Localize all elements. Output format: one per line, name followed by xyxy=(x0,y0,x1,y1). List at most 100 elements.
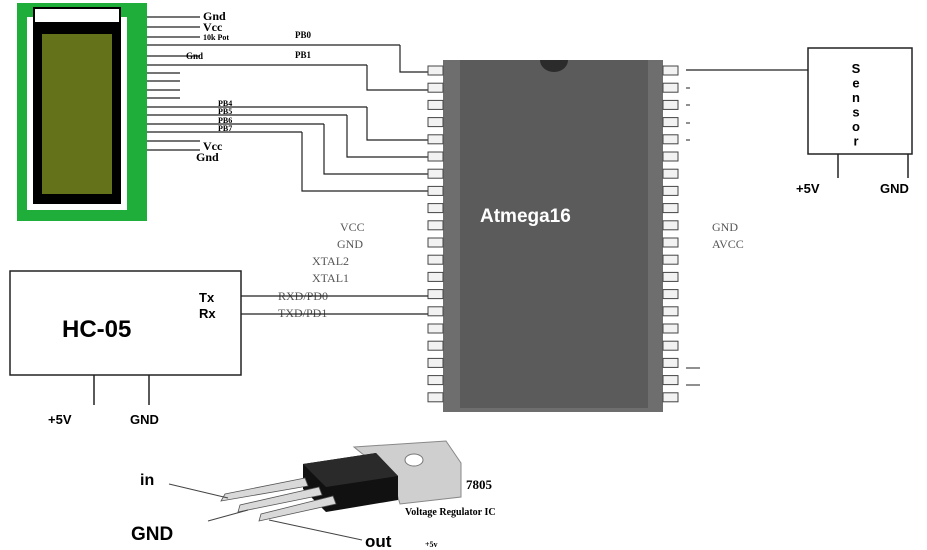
mcu-label-avcc: AVCC xyxy=(712,237,744,251)
mcu-right-pin xyxy=(662,357,679,368)
pointer-gnd xyxy=(207,509,249,522)
mcu-right-pin xyxy=(662,99,679,110)
mcu-label-xtal1: XTAL1 xyxy=(312,271,349,285)
mcu-label-vcc: VCC xyxy=(340,220,365,234)
regulator-in-label: in xyxy=(140,472,154,489)
mcu-left-pin xyxy=(427,134,444,145)
wire-pb6 xyxy=(323,124,428,175)
mcu-right-pin xyxy=(662,323,679,334)
sensor-name-letter: e xyxy=(852,76,859,91)
sensor-box xyxy=(807,47,913,155)
mcu-right-pin xyxy=(662,185,679,196)
lcd-top-tab xyxy=(33,7,121,24)
mcu-left-pins xyxy=(427,65,444,403)
lcd-label-gnd-1: Gnd xyxy=(203,9,226,23)
regulator-hole xyxy=(404,453,424,467)
sensor-label-gnd: GND xyxy=(880,181,909,196)
port-label-pb1: PB1 xyxy=(295,50,312,60)
lcd-label-gnd-3: Gnd xyxy=(196,150,219,164)
lcd-pin-lines xyxy=(147,16,400,151)
mcu-left-pin xyxy=(427,340,444,351)
mcu-chip xyxy=(427,60,679,412)
hc05-label-5v: +5V xyxy=(48,412,72,427)
mcu-left-pin xyxy=(427,357,444,368)
mcu-label-xtal2: XTAL2 xyxy=(312,254,349,268)
hc05-name: HC-05 xyxy=(62,316,131,343)
mcu-left-pin xyxy=(427,185,444,196)
wire-pb5 xyxy=(346,115,428,158)
sensor-name-letter: r xyxy=(853,134,858,149)
mcu-name: Atmega16 xyxy=(480,206,571,227)
wire-pb1 xyxy=(366,65,428,91)
mcu-left-pin xyxy=(427,289,444,300)
lcd-label-gnd-2: Gnd xyxy=(186,51,203,61)
regulator-out-label: out xyxy=(365,532,392,550)
mcu-right-pin xyxy=(662,134,679,145)
mcu-left-pin xyxy=(427,271,444,282)
hc05-tx-label: Tx xyxy=(199,290,215,305)
mcu-label-right-gnd: GND xyxy=(712,220,738,234)
regulator-lead-gnd xyxy=(237,486,323,513)
mcu-right-pin xyxy=(662,203,679,214)
lcd-label-vcc-1: Vcc xyxy=(203,20,223,34)
port-label-pb0: PB0 xyxy=(295,30,312,40)
sensor-name-letter: n xyxy=(852,90,860,105)
hc05-rx-label: Rx xyxy=(199,306,216,321)
mcu-notch xyxy=(540,60,568,72)
mcu-right-pin xyxy=(662,271,679,282)
lcd-screen xyxy=(42,34,112,194)
mcu-right-pin xyxy=(662,82,679,93)
mcu-left-pin xyxy=(427,151,444,162)
mcu-left-pin xyxy=(427,237,444,248)
mcu-right-pin xyxy=(662,151,679,162)
regulator-top-face xyxy=(303,453,398,487)
mcu-left-pin xyxy=(427,220,444,231)
port-label-pb5: PB5 xyxy=(218,107,232,116)
pointer-out xyxy=(268,519,363,541)
mcu-right-pin xyxy=(662,168,679,179)
regulator-out-note: +5v xyxy=(425,540,438,549)
mcu-left-pin xyxy=(427,306,444,317)
mcu-label-txd: TXD/PD1 xyxy=(278,306,327,320)
mcu-right-pin xyxy=(662,220,679,231)
mcu-right-ticks xyxy=(686,87,700,386)
port-label-pb7: PB7 xyxy=(218,124,232,133)
regulator-part: 7805 xyxy=(466,477,493,492)
mcu-left-pin xyxy=(427,375,444,386)
regulator-caption: Voltage Regulator IC xyxy=(405,507,496,518)
mcu-right-pin xyxy=(662,117,679,128)
mcu-right-pin xyxy=(662,65,679,76)
lcd-label-vcc-2: Vcc xyxy=(203,139,223,153)
regulator-gnd-label: GND xyxy=(131,524,173,545)
mcu-right-pin xyxy=(662,237,679,248)
mcu-right-pin xyxy=(662,254,679,265)
sensor-name-letter: s xyxy=(852,105,859,120)
mcu-right-pin xyxy=(662,392,679,403)
port-label-pb4: PB4 xyxy=(218,99,232,108)
sensor-name-letter: o xyxy=(852,119,860,134)
mcu-left-pin xyxy=(427,99,444,110)
mcu-inner xyxy=(460,60,648,408)
mcu-right-pin xyxy=(662,340,679,351)
regulator-lead-out xyxy=(258,495,337,522)
mcu-right-pin xyxy=(662,289,679,300)
regulator-ic xyxy=(168,440,462,541)
hc05-label-gnd: GND xyxy=(130,412,159,427)
mcu-left-pin xyxy=(427,203,444,214)
mcu-right-pin xyxy=(662,306,679,317)
mcu-left-pin xyxy=(427,392,444,403)
mcu-left-pin xyxy=(427,254,444,265)
mcu-label-gnd: GND xyxy=(337,237,363,251)
pointer-in xyxy=(168,483,229,499)
wire-pb0 xyxy=(399,45,428,73)
mcu-left-pin xyxy=(427,168,444,179)
mcu-left-pin xyxy=(427,82,444,93)
mcu-right-pins xyxy=(662,65,679,403)
hc05-box xyxy=(9,270,242,376)
mcu-left-pin xyxy=(427,323,444,334)
mcu-right-pin xyxy=(662,375,679,386)
regulator-lead-in xyxy=(220,477,309,502)
sensor-label-5v: +5V xyxy=(796,181,820,196)
wire-pb4 xyxy=(366,107,428,141)
